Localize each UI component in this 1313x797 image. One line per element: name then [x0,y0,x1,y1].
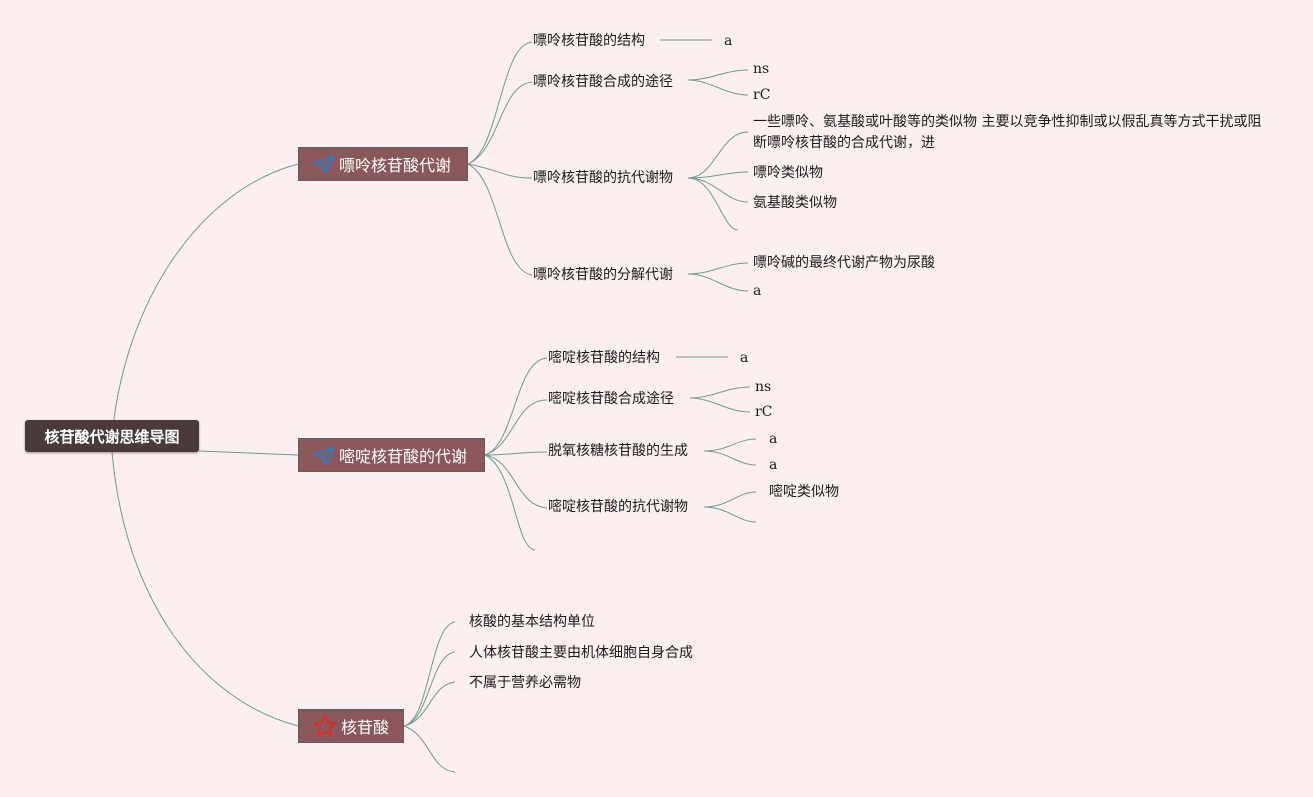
link-p-cat-2 [687,273,749,292]
link-n-2 [403,651,456,727]
link-purine-synthesis [467,81,533,165]
pyrimidine-synthesis-node[interactable]: 嘧啶核苷酸合成途径 [548,391,674,407]
purine-metabolism-node[interactable]: 嘌呤核苷酸代谢 [298,147,468,181]
purine-antimetabolite-leaf[interactable]: 嘌呤类似物 [753,165,823,181]
link-n-3 [403,681,456,727]
purine-synthesis-leaf[interactable]: rC [753,87,771,103]
purine-synthesis-node[interactable]: 嘌呤核苷酸合成的途径 [533,74,673,90]
link-y-anti-2 [703,506,757,523]
purine-catabolism-node[interactable]: 嘌呤核苷酸的分解代谢 [533,267,673,283]
nucleotide-child[interactable]: 人体核苷酸主要由机体细胞自身合成 [469,645,693,661]
link-root-purine [111,163,299,437]
link-pyrimidine-structure [484,357,548,456]
link-pyrimidine-synthesis [484,399,548,456]
link-p-anti-4 [687,177,739,231]
link-y-deoxy-2 [703,450,757,466]
link-purine-structure [467,41,533,165]
purine-catabolism-leaf[interactable]: 嘌呤碱的最终代谢产物为尿酸 [753,255,935,271]
link-y-syn-ns [689,386,751,399]
link-pyrimidine-deoxy [484,451,548,456]
link-p-anti-1 [687,131,749,179]
nucleotide-child[interactable]: 核酸的基本结构单位 [469,614,595,630]
purine-structure-node[interactable]: 嘌呤核苷酸的结构 [533,33,645,49]
purine-synthesis-leaf[interactable]: ns [753,61,770,77]
purine-label: 嘌呤核苷酸代谢 [339,156,452,175]
link-purine-catabolism [467,163,533,276]
purine-antimetabolite-leaf[interactable]: 一些嘌呤、氨基酸或叶酸等的类似物 主要以竞争性抑制或以假乱真等方式干扰或阻断嘌呤… [753,114,1262,151]
root-node[interactable]: 核苷酸代谢思维导图 [25,420,199,452]
pyrimidine-synthesis-leaf[interactable]: rC [755,404,773,420]
pyrimidine-metabolism-node[interactable]: 嘧啶核苷酸的代谢 [298,438,485,472]
nucleotide-node[interactable]: 核苷酸 [298,709,404,743]
link-purine-antimetabolite [467,163,533,179]
link-y-syn-rc [689,397,751,413]
nucleotide-child[interactable]: 不属于营养必需物 [469,675,581,691]
purine-antimetabolite-leaf[interactable]: 氨基酸类似物 [753,195,837,211]
pyrimidine-antimetabolite-node[interactable]: 嘧啶核苷酸的抗代谢物 [548,499,688,515]
pyrimidine-structure-leaf[interactable]: a [740,350,749,366]
link-n-1 [403,621,456,727]
link-root-pyrimidine [198,450,299,456]
link-y-anti-1 [703,491,757,508]
root-label: 核苷酸代谢思维导图 [44,427,180,446]
link-p-cat-1 [687,262,749,275]
link-p-anti-2 [687,171,749,179]
deoxyribonucleotide-leaf[interactable]: a [769,457,778,473]
pyrimidine-antimetabolite-leaf[interactable]: 嘧啶类似物 [769,484,839,500]
star-icon [313,714,337,737]
link-p-syn-ns [687,69,749,81]
link-y-deoxy-1 [703,438,757,452]
pyrimidine-label: 嘧啶核苷酸的代谢 [339,447,468,466]
pyrimidine-structure-node[interactable]: 嘧啶核苷酸的结构 [548,350,660,366]
nucleotide-label: 核苷酸 [341,718,390,737]
link-p-syn-rc [687,79,749,96]
link-root-nucleotide [111,451,299,727]
deoxyribonucleotide-node[interactable]: 脱氧核糖核苷酸的生成 [548,443,688,459]
purine-catabolism-leaf[interactable]: a [753,283,762,299]
link-n-4 [403,725,456,773]
paper-plane-icon [313,155,335,173]
deoxyribonucleotide-leaf[interactable]: a [769,431,778,447]
purine-structure-leaf[interactable]: a [724,33,733,49]
pyrimidine-synthesis-leaf[interactable]: ns [755,379,772,395]
link-p-anti-3 [687,177,749,203]
link-pyrimidine-empty [484,454,536,551]
link-pyrimidine-anti [484,454,548,509]
purine-antimetabolite-node[interactable]: 嘌呤核苷酸的抗代谢物 [533,170,673,186]
paper-plane-icon [313,446,335,464]
